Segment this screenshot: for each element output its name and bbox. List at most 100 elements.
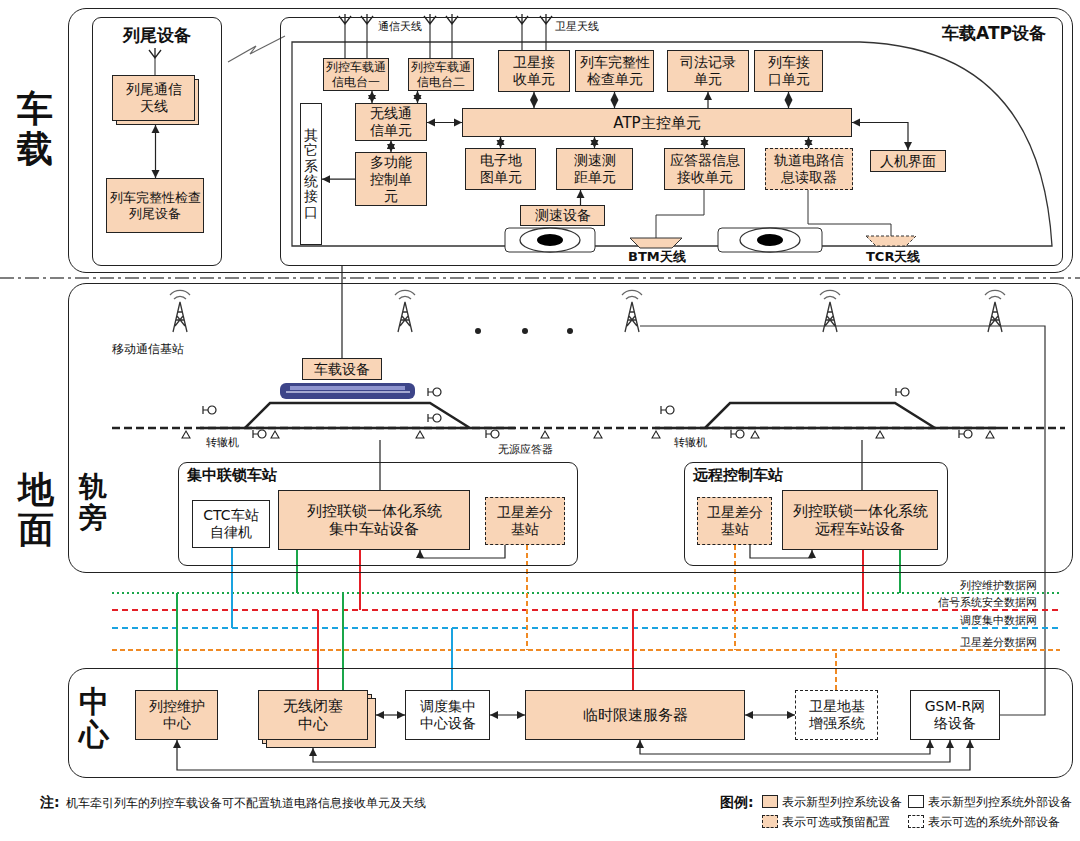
drawing-part (318, 550, 863, 690)
group-heading: 列尾设备 (93, 24, 221, 47)
drawing-part (622, 290, 642, 332)
box-label: 列车完整性检查单元 (578, 54, 651, 88)
text-label: 转辙机 (674, 437, 707, 448)
drawing-part (446, 14, 458, 24)
drawing-part (416, 431, 424, 438)
connector (580, 190, 581, 205)
drawing-part (896, 388, 909, 396)
drawing-part (876, 431, 884, 438)
legend-swatch (762, 815, 778, 828)
optional-box: 轨道电路信息读取器 (765, 148, 853, 190)
box-label: 应答器信息接收单元 (667, 152, 742, 186)
box-label: CTC车站自律机 (201, 507, 261, 541)
gsmr-wire (640, 326, 1045, 715)
box-label: 轨道电路信息读取器 (768, 152, 850, 186)
drawing-part (522, 328, 528, 334)
connector (614, 92, 615, 108)
drawing-part (395, 290, 415, 332)
box-label: 调度集中中心设备 (418, 698, 477, 732)
text-label: 卫星天线 (555, 21, 599, 32)
device-box: 列控联锁一体化系统远程车站设备 (782, 490, 938, 550)
box-label: 测速设备 (535, 207, 591, 224)
group-heading: 车载 (17, 89, 53, 168)
box-label: 卫星接收单元 (507, 54, 561, 88)
drawing-part (486, 430, 499, 438)
drawing-part (475, 328, 481, 334)
box-label: 无线闭塞中心 (283, 697, 343, 733)
dispatch-network (112, 627, 1060, 629)
group-heading: 车载ATP设备 (942, 22, 1046, 45)
connector (808, 137, 809, 148)
device-box: 人机界面 (870, 150, 946, 172)
box-label: 列尾通信天线 (123, 81, 184, 115)
box-label: 卫星差分基站 (706, 504, 763, 538)
text-label: 移动通信基站 (112, 343, 184, 355)
antenna-wire (656, 190, 891, 238)
legend-text: 表示可选或预留配置 (782, 816, 890, 828)
drawing-part (516, 14, 528, 24)
connector (500, 137, 501, 148)
legend-text: 表示可选的系统外部设备 (928, 816, 1060, 828)
group-heading: 集中联锁车站 (187, 466, 277, 485)
drawing-part (170, 290, 190, 332)
device-box: 车载设备 (302, 358, 382, 380)
drawing-part (537, 234, 563, 246)
drawing-part (541, 431, 549, 438)
optional-box: 卫星差分基站 (697, 497, 772, 545)
text-label: 调度集中数据网 (960, 615, 1037, 626)
connector (427, 122, 462, 123)
text-label: 列控维护数据网 (960, 580, 1037, 591)
connector (490, 714, 525, 715)
box-label: 司法记录单元 (680, 54, 736, 88)
external-box: 其它系统接口 (300, 103, 322, 245)
box-label: 列控联锁一体化系统远程车站设备 (791, 502, 929, 538)
box-label: 卫星差分基站 (496, 504, 554, 538)
connector (704, 137, 705, 148)
device-box: 列车完整性检查单元 (575, 50, 654, 92)
drawing-part (253, 430, 266, 438)
drawing-part (182, 431, 190, 438)
device-box: 卫星接收单元 (498, 50, 570, 92)
group-panel: 远程控制车站卫星差分基站列控联锁一体化系统远程车站设备 (684, 462, 948, 566)
legend-swatch (908, 815, 924, 828)
region-band: 轨旁车载设备集中联锁车站CTC车站自律机列控联锁一体化系统集中车站设备卫星差分基… (68, 283, 1073, 573)
drawing-part (505, 228, 595, 252)
box-label: 人机界面 (880, 153, 936, 170)
station-track (200, 403, 1000, 428)
connector (594, 137, 595, 148)
device-box: 列控联锁一体化系统集中车站设备 (278, 490, 470, 550)
train-body (292, 42, 1052, 246)
drawing-part (740, 228, 800, 252)
device-box: 列控车载通信电台二 (408, 58, 474, 91)
text-label: 信号系统安全数据网 (938, 597, 1037, 608)
drawing-part (718, 228, 822, 252)
device-box: 测速设备 (520, 205, 605, 226)
text-label: 通信天线 (378, 21, 422, 32)
text-label: 转辙机 (206, 437, 239, 448)
device-box: 无线通信单元 (355, 103, 427, 141)
optional-box: 卫星差分基站 (485, 497, 565, 545)
device-box: 列车接口单元 (754, 50, 823, 92)
drawing-part (149, 48, 161, 58)
drawing-part (661, 406, 674, 414)
device-box: ATP主控单元 (462, 108, 852, 137)
external-box: CTC车站自律机 (192, 500, 270, 548)
connector (788, 92, 789, 108)
drawing-part (424, 14, 436, 24)
drawing-part (567, 328, 573, 334)
box-label: 车载设备 (314, 361, 370, 378)
connector (852, 123, 908, 151)
drawing-part (271, 431, 279, 438)
connector (417, 91, 418, 103)
connector (322, 179, 355, 180)
drawing-part (959, 430, 972, 438)
region-band: 中心列控维护中心无线闭塞中心调度集中中心设备临时限速服务器卫星地基增强系统GSM… (68, 668, 1073, 778)
device-box: 无线闭塞中心 (258, 690, 368, 740)
device-box: 列车完整性检查列尾设备 (106, 178, 204, 233)
box-label: 其它系统接口 (304, 128, 318, 220)
box-label: 列车接口单元 (761, 54, 816, 88)
device-box: 电子地图单元 (465, 148, 536, 190)
connector (371, 91, 372, 103)
connector (533, 92, 534, 108)
